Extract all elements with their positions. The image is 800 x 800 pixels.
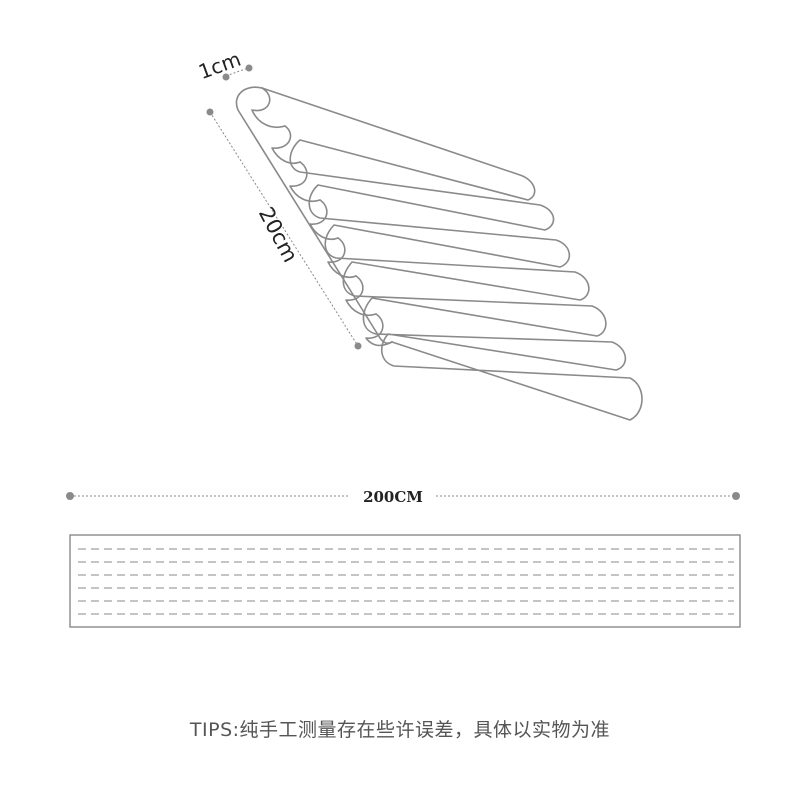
thickness-label: 1cm <box>195 47 244 84</box>
pleat-curl <box>251 87 286 128</box>
length-dimension: 200CM <box>66 488 740 506</box>
length-label: 200CM <box>363 488 423 506</box>
dimension-dot <box>206 108 214 116</box>
pleat-outline <box>261 87 643 421</box>
dimension-dot <box>245 64 253 72</box>
unfolded-strip <box>69 534 741 628</box>
pleat-curl <box>327 237 357 278</box>
pleat-curl <box>309 199 339 240</box>
pleat-curl <box>271 125 301 164</box>
folded-scarf-illustration <box>235 86 643 421</box>
dimension-dot <box>222 73 230 81</box>
thickness-dimension: 1cm <box>195 47 253 84</box>
strip-dashed-lines <box>78 548 734 615</box>
pleat-curl <box>365 313 393 347</box>
pleat-curl <box>289 161 321 202</box>
pleat-curl <box>345 275 377 316</box>
width-dimension: 20cm <box>206 108 362 350</box>
strip-outline <box>69 534 741 628</box>
tips-note: TIPS:纯手工测量存在些许误差，具体以实物为准 <box>189 719 611 741</box>
dimension-dot <box>354 342 362 350</box>
dimension-dot <box>66 492 74 500</box>
dimension-dot <box>732 492 740 500</box>
width-label: 20cm <box>254 203 303 266</box>
